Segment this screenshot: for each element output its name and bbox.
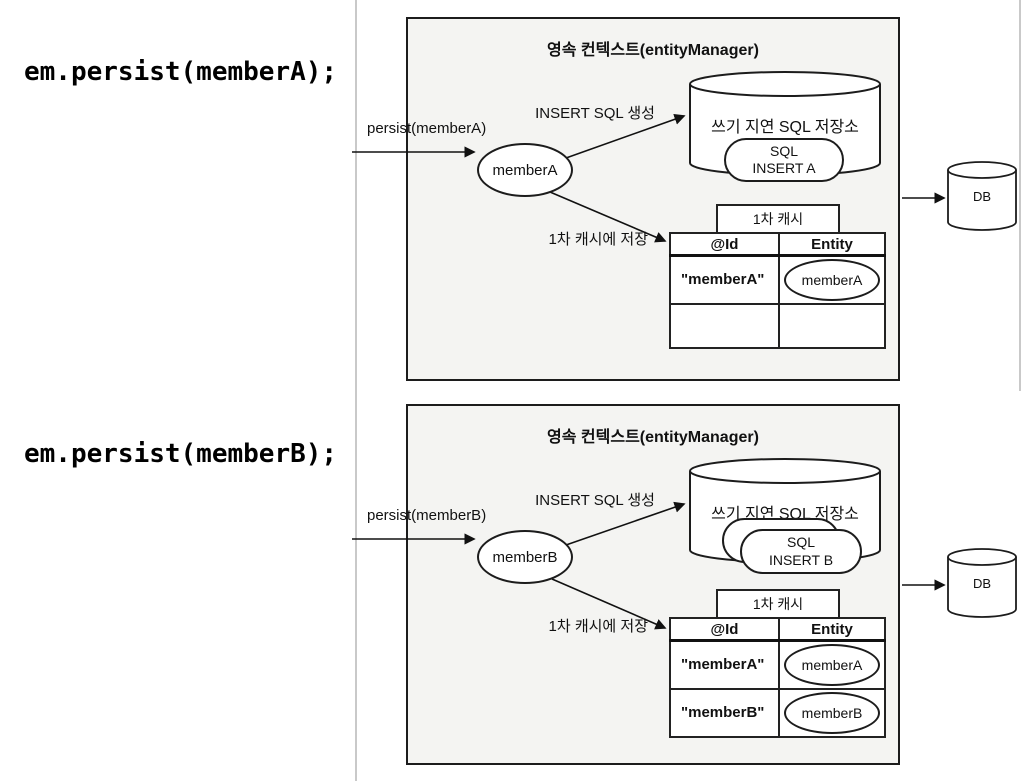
right-divider-line (1019, 0, 1021, 391)
insert-sql-label-b: INSERT SQL 생성 (535, 492, 655, 509)
first-level-cache-tab-b: 1차 캐시 (716, 589, 840, 617)
entity-ellipse-a: memberA (477, 143, 573, 197)
id-cell: "memberA" (669, 254, 780, 305)
left-divider-line (355, 0, 357, 781)
persist-arrow-label-b: persist(memberB) (367, 507, 487, 524)
first-level-cache-table-a: @Id Entity "memberA" memberA (669, 232, 886, 349)
id-column-header: @Id (669, 617, 780, 642)
sql-item-line2-a: INSERT A (752, 160, 816, 176)
sql-item-line1-a: SQL (769, 142, 798, 159)
first-level-cache-table-b: @Id Entity "memberA" memberA "memberB" m… (669, 617, 886, 738)
db-label-a: DB (972, 189, 992, 204)
db-label-b: DB (972, 576, 992, 591)
table-row-empty (669, 302, 886, 349)
entity-cell-ellipse: memberA (784, 643, 880, 686)
entity-cell: memberB (778, 687, 886, 738)
id-cell: "memberA" (669, 639, 780, 690)
sql-item-line2-b: INSERT B (768, 551, 834, 568)
first-level-cache-tab-a: 1차 캐시 (716, 204, 840, 232)
table-row: "memberB" memberB (669, 687, 886, 738)
entity-cell: memberA (778, 254, 886, 305)
context-title-a: 영속 컨텍스트(entityManager) (547, 42, 759, 59)
table-header-row: @Id Entity (669, 232, 886, 257)
sql-item-capsule-a: SQL INSERT A (724, 138, 844, 182)
id-column-header: @Id (669, 232, 780, 257)
sql-store-title-a: 쓰기 지연 SQL 저장소 (711, 119, 859, 136)
code-line-persist-a: em.persist(memberA); (24, 57, 338, 87)
entity-cell: memberA (778, 639, 886, 690)
sql-item-capsule-b: SQL INSERT B (740, 529, 862, 574)
entity-column-header: Entity (778, 617, 886, 642)
table-header-row: @Id Entity (669, 617, 886, 642)
id-cell-empty (669, 302, 780, 349)
id-cell: "memberB" (669, 687, 780, 738)
context-title-b: 영속 컨텍스트(entityManager) (547, 429, 759, 446)
entity-column-header: Entity (778, 232, 886, 257)
table-row: "memberA" memberA (669, 639, 886, 690)
code-line-persist-b: em.persist(memberB); (24, 439, 338, 469)
sql-item-line1-b: SQL (786, 534, 815, 550)
entity-cell-ellipse: memberB (784, 691, 880, 734)
entity-cell-ellipse: memberA (784, 258, 880, 301)
cache-save-label-b: 1차 캐시에 저장 (548, 618, 648, 635)
entity-ellipse-b: memberB (477, 530, 573, 584)
entity-cell-empty (778, 302, 886, 349)
table-row: "memberA" memberA (669, 254, 886, 305)
persist-arrow-label-a: persist(memberA) (367, 120, 487, 137)
insert-sql-label-a: INSERT SQL 생성 (535, 105, 655, 122)
cache-save-label-a: 1차 캐시에 저장 (548, 231, 648, 248)
